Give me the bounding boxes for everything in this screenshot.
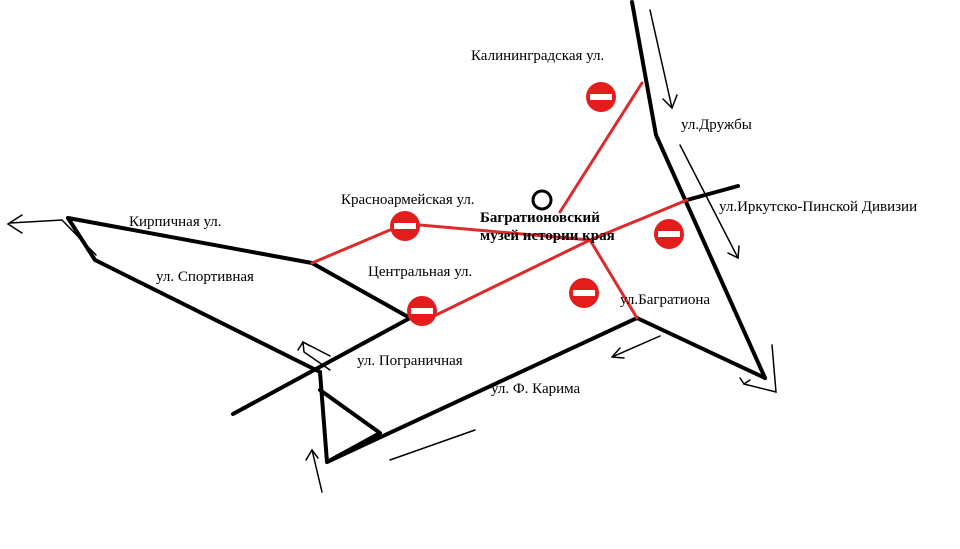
street-label-tsentralnaya: Центральная ул. <box>368 264 473 280</box>
circle-marker-icon <box>531 189 553 211</box>
road-pogranichnaya <box>231 316 412 416</box>
road-west-connector <box>318 370 382 464</box>
no-entry-sign-icon <box>654 219 684 249</box>
road-karima <box>325 316 639 464</box>
street-label-krasnoarmeyskaya: Красноармейская ул. <box>341 192 475 208</box>
direction-arrow-icon <box>739 344 777 393</box>
museum-label: Багратионовский музей истории края <box>480 209 615 245</box>
direction-arrow-icon <box>389 335 661 461</box>
street-label-sportivnaya: ул. Спортивная <box>156 269 254 285</box>
direction-arrow-icon <box>649 9 678 110</box>
road-sportivnaya <box>66 216 322 374</box>
museum-label-line2: музей истории края <box>480 228 615 244</box>
direction-arrows <box>6 9 777 493</box>
street-label-bagrationa: ул.Багратиона <box>620 292 711 308</box>
street-label-irkutsko-pinskoy: ул.Иркутско-Пинской Дивизии <box>719 199 918 215</box>
direction-arrow-icon <box>297 340 331 371</box>
no-entry-sign-icon <box>586 82 616 112</box>
closed-road-tsentralnaya <box>434 238 592 317</box>
street-label-pogranichnaya: ул. Пограничная <box>357 353 463 369</box>
road-kirpichnaya <box>66 216 314 265</box>
direction-arrow-icon <box>305 448 323 493</box>
no-entry-sign-icon <box>407 296 437 326</box>
street-label-kaliningradskaya: Калининградская ул. <box>471 48 605 64</box>
road-druzhby <box>630 0 767 380</box>
direction-arrow-icon <box>6 214 97 256</box>
direction-arrow-icon <box>679 144 740 260</box>
black-roads <box>66 0 767 464</box>
closed-road-kaliningradskaya <box>558 81 644 214</box>
closed-road-krasnoarmeyskaya-a <box>310 228 392 265</box>
closed-road-irkutsko-pinskoy <box>588 198 689 242</box>
street-label-druzhby: ул.Дружбы <box>681 117 752 133</box>
street-label-karima: ул. Ф. Карима <box>491 381 581 397</box>
closed-roads <box>310 81 689 320</box>
street-label-kirpichnaya: Кирпичная ул. <box>129 214 222 230</box>
no-entry-signs <box>390 82 684 326</box>
road-central-black <box>310 261 412 320</box>
road-bagrationa-black <box>635 316 767 380</box>
museum-label-line1: Багратионовский <box>480 210 600 226</box>
closed-road-krasnoarmeyskaya-b <box>418 223 592 242</box>
no-entry-sign-icon <box>390 211 420 241</box>
closed-road-bagrationa <box>588 238 639 320</box>
no-entry-sign-icon <box>569 278 599 308</box>
road-irkutsko-pinskoy-east <box>685 184 740 202</box>
